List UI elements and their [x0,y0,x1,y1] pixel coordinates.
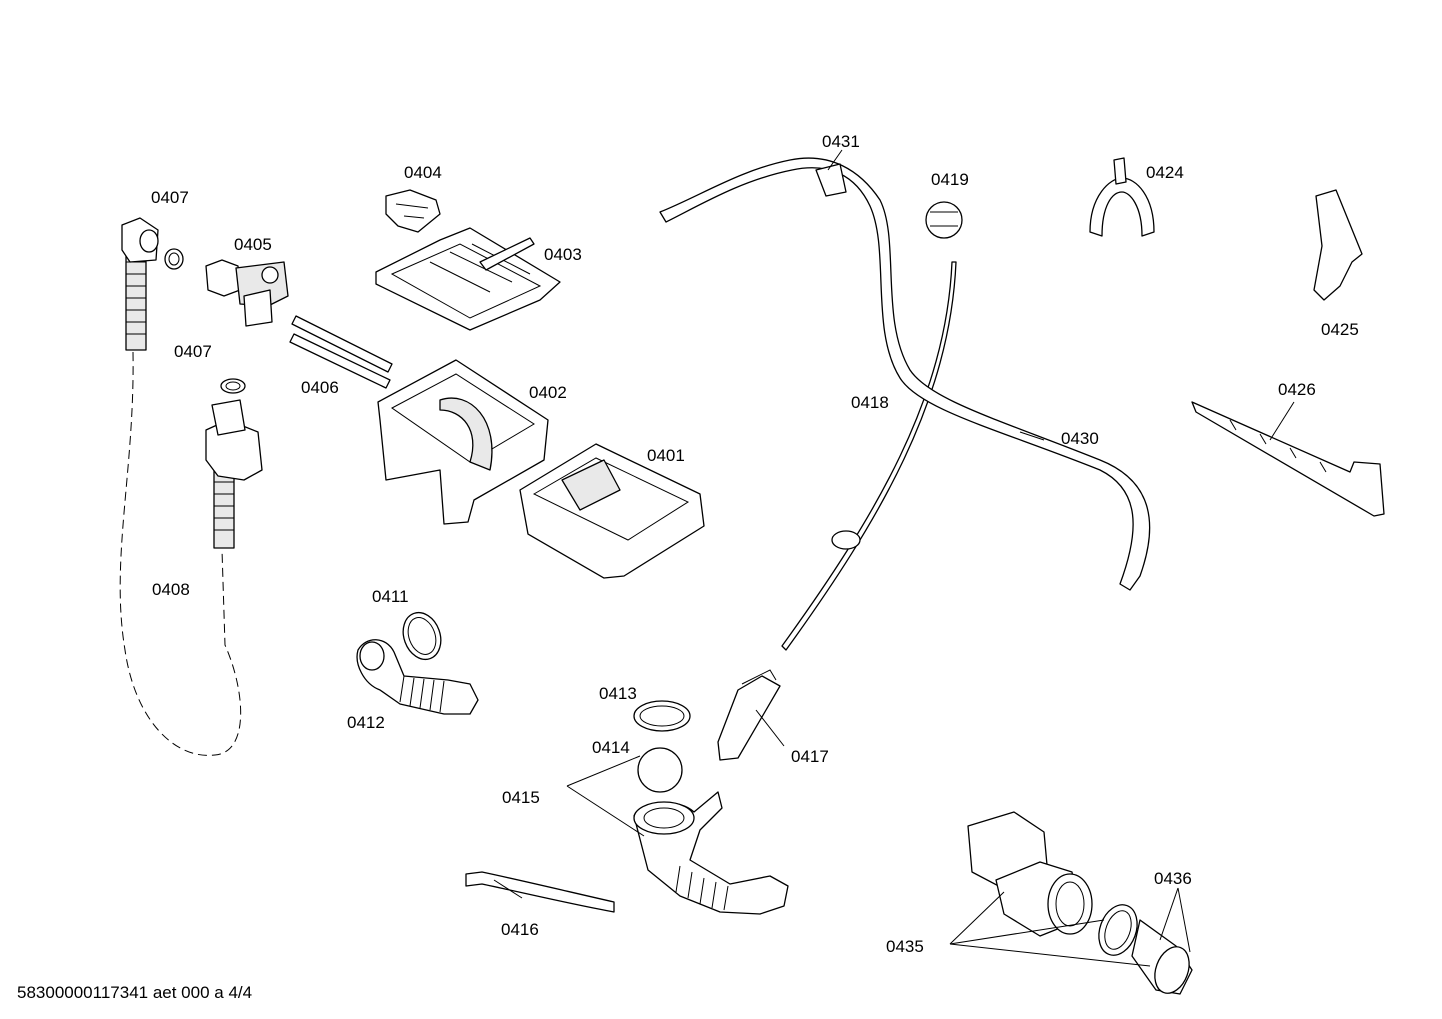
part-0401-drawer [519,443,705,579]
part-0402-housing [377,359,549,525]
leader-lines [493,149,1295,967]
part-0416-hose [465,871,615,913]
label-0425: 0425 [1321,320,1359,339]
part-0426-rail [1191,401,1385,517]
part-0430-0431-pipe [659,157,1151,591]
label-0415: 0415 [502,788,540,807]
label-0408: 0408 [152,580,190,599]
part-0436-filter [1098,904,1193,995]
part-labels: 0407 0405 0404 0403 0407 0406 0402 0401 … [151,132,1359,956]
label-0407-middle: 0407 [174,342,212,361]
label-0401: 0401 [647,446,685,465]
label-0414: 0414 [592,738,630,757]
label-0424: 0424 [1146,163,1184,182]
label-0435: 0435 [886,937,924,956]
drawing-footer: 58300000117341 aet 000 a 4/4 [17,983,252,1002]
part-0417-sensor [717,669,781,761]
part-0418-tube [781,261,957,651]
part-0415-sump [633,791,789,915]
part-0408-hoses [119,217,263,756]
label-0419: 0419 [931,170,969,189]
part-0412-bellows [356,639,479,715]
part-0404-bracket [385,189,441,233]
label-0412: 0412 [347,713,385,732]
label-0426: 0426 [1278,380,1316,399]
label-0413: 0413 [599,684,637,703]
part-0407-washers [164,248,246,394]
label-0405: 0405 [234,235,272,254]
label-0418: 0418 [851,393,889,412]
part-0419-switch [925,201,963,239]
part-0413-ring [633,700,691,732]
part-0405-valve [205,259,289,327]
part-0435-pump [967,811,1093,937]
label-0436: 0436 [1154,869,1192,888]
label-0417: 0417 [791,747,829,766]
label-0430: 0430 [1061,429,1099,448]
label-0416: 0416 [501,920,539,939]
label-0431: 0431 [822,132,860,151]
label-0403: 0403 [544,245,582,264]
part-0406-rods [289,315,393,389]
part-0425-bracket [1313,189,1363,301]
part-0411-ring [402,611,442,661]
label-0406: 0406 [301,378,339,397]
label-0404: 0404 [404,163,442,182]
part-0424-bracket [1089,157,1155,237]
label-0407-top: 0407 [151,188,189,207]
part-0403-frame [375,227,561,331]
label-0402: 0402 [529,383,567,402]
label-0411: 0411 [372,587,409,606]
part-0414-ball [637,747,683,793]
